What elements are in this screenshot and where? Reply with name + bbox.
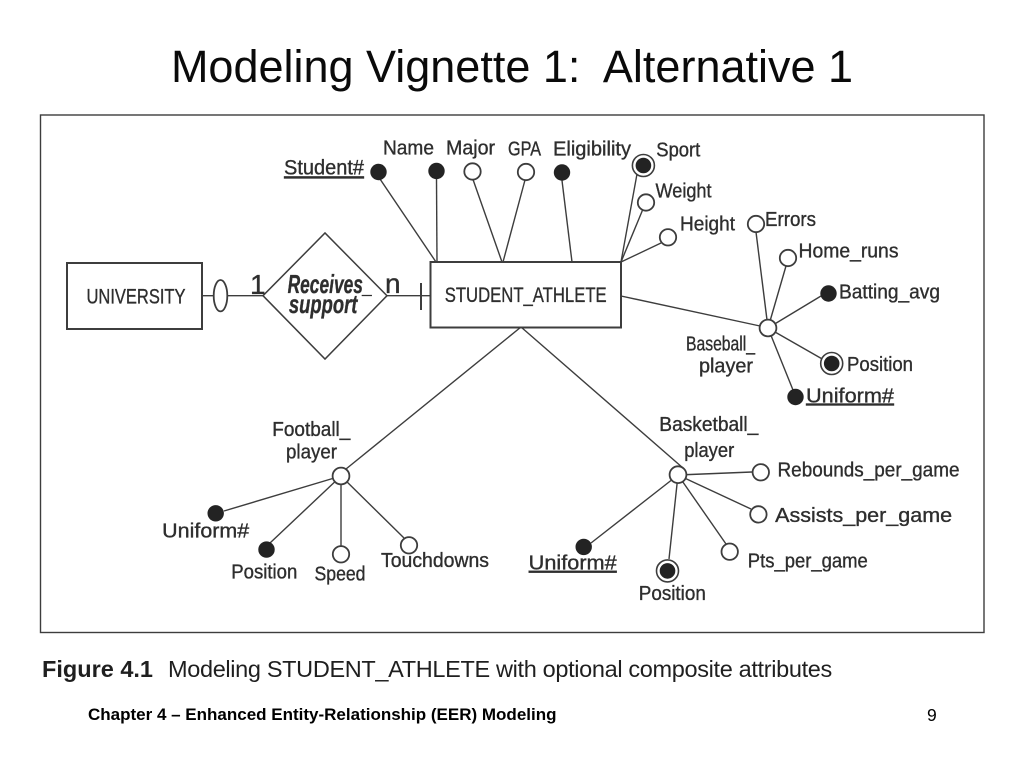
svg-text:Weight: Weight xyxy=(656,181,712,203)
svg-text:Receives_: Receives_ xyxy=(288,269,373,299)
svg-text:Basketball_: Basketball_ xyxy=(659,414,759,436)
svg-text:Speed: Speed xyxy=(315,564,366,586)
svg-text:Position: Position xyxy=(847,354,913,376)
svg-text:Sport: Sport xyxy=(656,139,700,161)
svg-text:Baseball_: Baseball_ xyxy=(686,334,756,356)
svg-text:Assists_per_game: Assists_per_game xyxy=(775,505,952,527)
svg-text:STUDENT_ATHLETE: STUDENT_ATHLETE xyxy=(445,283,607,307)
svg-text:Rebounds_per_game: Rebounds_per_game xyxy=(778,459,960,481)
svg-text:Major: Major xyxy=(446,138,495,160)
svg-text:Touchdowns: Touchdowns xyxy=(381,550,489,572)
svg-text:Position: Position xyxy=(231,562,297,584)
svg-text:Student#: Student# xyxy=(284,156,364,179)
svg-text:UNIVERSITY: UNIVERSITY xyxy=(87,284,186,308)
svg-text:1: 1 xyxy=(250,269,266,300)
svg-text:Home_runs: Home_runs xyxy=(799,241,899,263)
svg-text:support: support xyxy=(289,289,358,319)
svg-text:Pts_per_game: Pts_per_game xyxy=(748,550,868,572)
svg-text:player: player xyxy=(699,356,753,378)
svg-text:Position: Position xyxy=(639,583,706,605)
svg-text:Batting_avg: Batting_avg xyxy=(839,282,940,304)
svg-text:player: player xyxy=(286,441,337,463)
svg-text:Uniform#: Uniform# xyxy=(162,521,250,543)
svg-text:player: player xyxy=(684,440,734,462)
svg-text:Uniform#: Uniform# xyxy=(806,386,895,408)
svg-text:Height: Height xyxy=(680,214,735,236)
svg-text:GPA: GPA xyxy=(508,139,542,161)
svg-text:Name: Name xyxy=(383,138,434,160)
svg-text:Errors: Errors xyxy=(765,209,816,231)
svg-text:Uniform#: Uniform# xyxy=(529,553,618,575)
svg-text:Eligibility: Eligibility xyxy=(553,139,631,161)
svg-text:n: n xyxy=(385,268,401,299)
svg-text:Football_: Football_ xyxy=(272,419,351,441)
